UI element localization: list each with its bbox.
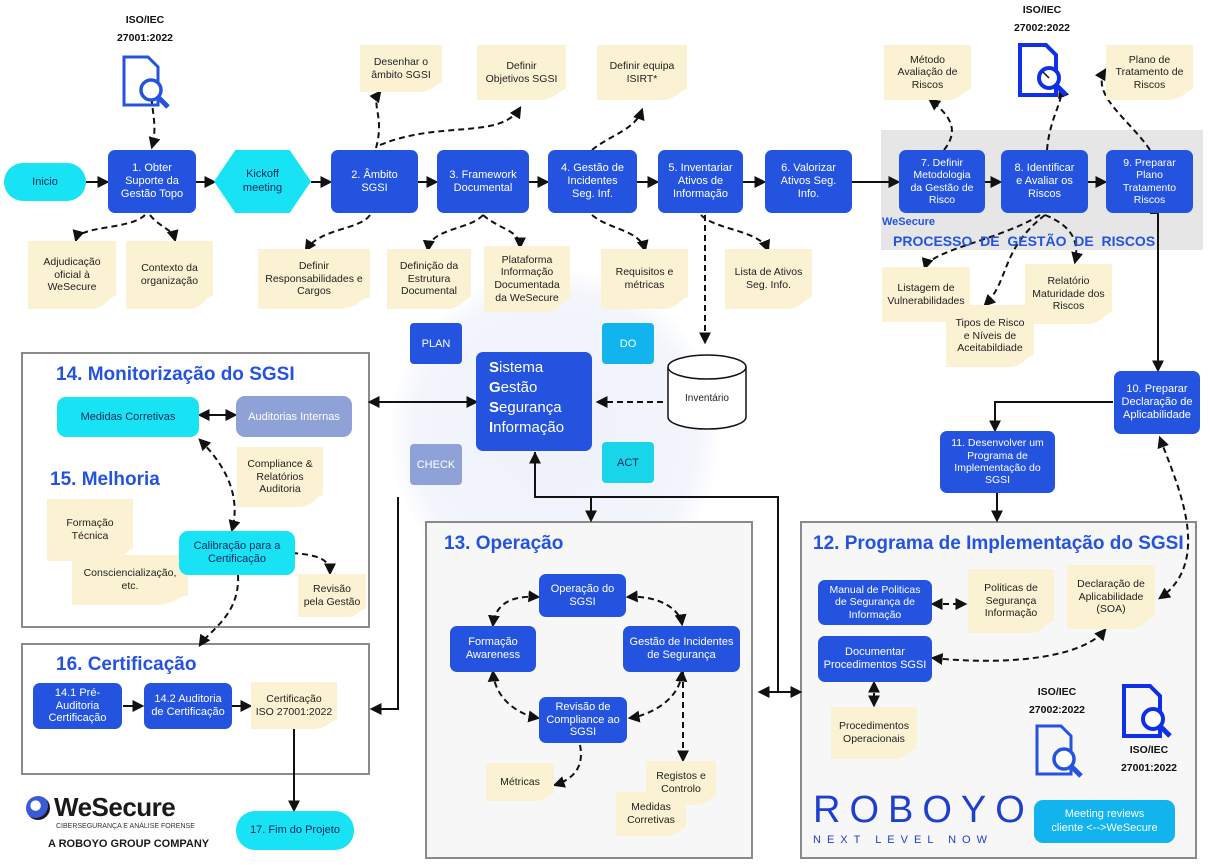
note-adjudicacao: Adjudicação oficial à WeSecure [28, 241, 116, 309]
kickoff-label: Kickoff meeting [242, 168, 283, 194]
act-box[interactable]: ACT [602, 442, 654, 483]
note-plano: Plano de Tratamento de Riscos [1106, 45, 1193, 100]
note-tipos-risco: Tipos de Risco e Níveis de Aceitabildiad… [946, 305, 1034, 367]
kickoff-hexagon [214, 150, 311, 213]
operacao-sgsi[interactable]: Operação do SGSI [539, 574, 626, 617]
iso-label-bottom-left: ISO/IEC 27002:2022 [1028, 686, 1086, 716]
note-requisitos: Requisitos e métricas [601, 249, 688, 309]
iso-label-top-left: ISO/IEC 27001:2022 [116, 14, 174, 44]
panel-13-title: 13. Operação [444, 533, 564, 554]
note-contexto: Contexto da organização [126, 241, 213, 309]
revisao-compliance[interactable]: Revisão de Compliance ao SGSI [539, 697, 627, 743]
wesecure-sub: CIBERSEGURANÇA E ANÁLISE FORENSE [56, 823, 195, 830]
roboyo-name: ROBOYO [813, 789, 1034, 831]
iso-label-top-right: ISO/IEC 27002:2022 [1013, 4, 1071, 34]
sgsi-line-1: Sistema [489, 359, 544, 376]
inventory-database[interactable]: Inventário [666, 353, 748, 433]
roboyo-logo: ROBOYO NEXT LEVEL NOW [813, 790, 1027, 846]
wesecure-name: WeSecure [54, 792, 176, 822]
note-certificacao-iso: Certificação ISO 27001:2022 [251, 682, 337, 729]
kickoff-meeting[interactable]: Kickoff meeting [214, 150, 311, 213]
panel-16-title: 16. Certificação [56, 654, 197, 675]
calibracao-certificacao[interactable]: Calibração para a Certificação [179, 531, 295, 575]
wesecure-group: A ROBOYO GROUP COMPANY [48, 838, 210, 850]
document-search-icon [118, 55, 174, 111]
risk-process-brand: WeSecure [882, 216, 935, 228]
panel-15-title: 15. Melhoria [50, 469, 160, 490]
start-node[interactable]: Inicio [4, 163, 86, 201]
note-maturidade: Relatório Maturidade dos Riscos [1025, 264, 1112, 324]
roboyo-tagline: NEXT LEVEL NOW [813, 834, 993, 846]
plan-box[interactable]: PLAN [410, 323, 462, 364]
document-search-icon [1031, 724, 1087, 780]
step-3-framework[interactable]: 3. Framework Documental [437, 150, 529, 213]
note-metricas: Métricas [486, 763, 554, 801]
step-10-soa[interactable]: 10. Preparar Declaração de Aplicabilidad… [1114, 371, 1200, 434]
wesecure-emblem-icon [26, 796, 50, 820]
note-responsabilidades: Definir Responsabilidades e Cargos [258, 249, 370, 309]
step-6-value-assets[interactable]: 6. Valorizar Ativos Seg. Info. [765, 150, 852, 213]
note-procedimentos: Procedimentos Operacionais [831, 707, 917, 759]
step-1-support[interactable]: 1. Obter Suporte da Gestão Topo [108, 150, 196, 213]
note-estrutura: Definição da Estrutura Documental [387, 249, 471, 309]
note-lista-ativos: Lista de Ativos Seg. Info. [725, 249, 812, 309]
document-search-icon [1016, 43, 1072, 99]
step-4-incidents[interactable]: 4. Gestão de Incidentes Seg. Inf. [548, 150, 637, 213]
step-8-identify-risks[interactable]: 8. Identificar e Avaliar os Riscos [1001, 150, 1088, 213]
note-isirt: Definir equipa ISIRT* [597, 45, 687, 100]
note-medidas-corretivas: Medidas Corretivas [616, 792, 686, 836]
note-revisao-gestao: Revisão pela Gestão [298, 574, 366, 617]
risk-process-label: PROCESSO DE GESTÃO DE RISCOS [893, 233, 1156, 249]
check-box[interactable]: CHECK [410, 444, 462, 485]
document-search-icon [1120, 684, 1176, 740]
meeting-reviews[interactable]: Meeting reviews cliente <-->WeSecure [1034, 800, 1175, 843]
step-7-risk-methodology[interactable]: 7. Definir Metodologia da Gestão de Risc… [899, 150, 985, 213]
step-5-inventory[interactable]: 5. Inventariar Ativos de Informação [658, 150, 743, 213]
step-2-scope[interactable]: 2. Âmbito SGSI [331, 150, 418, 213]
sgsi-line-3: Segurança [489, 399, 562, 416]
pre-auditoria[interactable]: 14.1 Pré- Auditoria Certificação [33, 683, 122, 729]
documentar-procedimentos[interactable]: Documentar Procedimentos SGSI [818, 636, 932, 682]
note-metodo: Método Avaliação de Riscos [884, 45, 971, 100]
note-declaracao: Declaração de Aplicabilidade (SOA) [1067, 565, 1155, 629]
sgsi-central-box[interactable]: Sistema Gestão Segurança Informação [476, 352, 592, 451]
note-formacao-tecnica: Formação Técnica [47, 499, 133, 561]
do-box[interactable]: DO [602, 323, 654, 364]
note-desenhar-ambito: Desenhar o âmbito SGSI [360, 45, 442, 92]
iso-label-bottom-right: ISO/IEC 27001:2022 [1120, 744, 1178, 774]
note-objetivos: Definir Objetivos SGSI [477, 45, 566, 100]
note-consciencializacao: Consciencialização, etc. [72, 555, 188, 605]
panel-14-title: 14. Monitorização do SGSI [56, 364, 295, 385]
step-11-implementation[interactable]: 11. Desenvolver um Programa de Implement… [940, 431, 1055, 493]
sgsi-line-4: Informação [489, 419, 565, 436]
note-vulnerabilidades: Listagem de Vulnerabilidades [882, 267, 970, 322]
note-compliance: Compliance & Relatórios Auditoria [237, 447, 323, 507]
panel-12-title: 12. Programa de Implementação do SGSI [813, 533, 1184, 554]
formacao-awareness[interactable]: Formação Awareness [450, 626, 536, 672]
sgsi-line-2: Gestão [489, 379, 538, 396]
end-node[interactable]: 17. Fim do Projeto [236, 811, 354, 850]
manual-politicas[interactable]: Manual de Politicas de Segurança de Info… [818, 580, 932, 625]
note-plataforma: Plataforma Informação Documentada da WeS… [484, 246, 570, 312]
note-politicas: Politicas de Segurança Informação [968, 569, 1054, 633]
step-9-treatment-plan[interactable]: 9. Preparar Plano Tratamento Riscos [1106, 150, 1193, 213]
medidas-corretivas[interactable]: Medidas Corretivas [57, 397, 199, 437]
auditorias-internas[interactable]: Auditorias Internas [236, 396, 352, 437]
auditoria-certificacao[interactable]: 14.2 Auditoria de Certificação [144, 683, 232, 729]
gestao-incidentes[interactable]: Gestão de Incidentes de Segurança [623, 626, 740, 672]
inventory-label: Inventário [685, 393, 729, 404]
